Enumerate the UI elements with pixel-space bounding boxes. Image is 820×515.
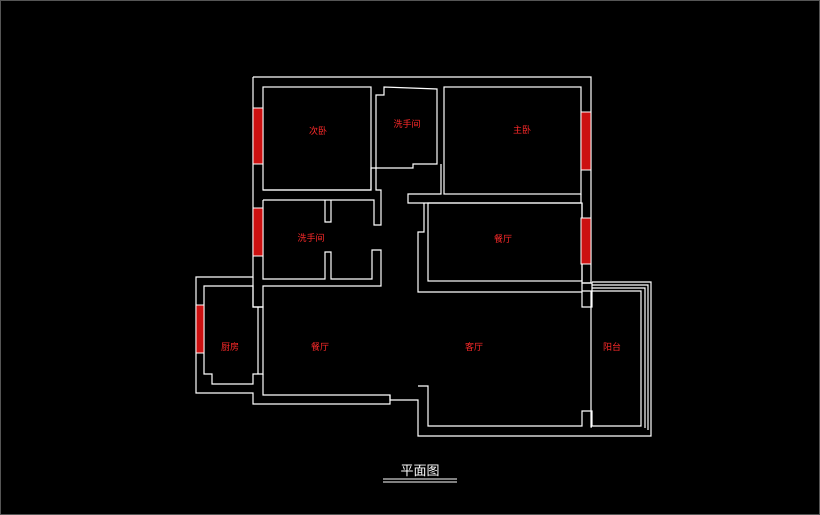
balcony-rail-2 <box>592 287 646 428</box>
label-room-right: 餐厅 <box>494 233 512 245</box>
windows <box>195 107 592 354</box>
label-bedroom2: 次卧 <box>309 125 327 137</box>
label-kitchen: 厨房 <box>221 341 239 353</box>
outer-wall-left <box>195 77 391 405</box>
wall-corridor-2 <box>407 164 582 204</box>
label-balcony: 阳台 <box>603 341 621 353</box>
wall-kitchen <box>203 285 264 385</box>
wall-living-inner <box>418 290 642 427</box>
wall-bath1 <box>375 86 438 169</box>
label-dining: 餐厅 <box>311 341 329 353</box>
room-labels: 次卧 洗手间 主卧 洗手间 餐厅 厨房 餐厅 客厅 阳台 <box>221 118 621 353</box>
window-master <box>580 111 592 171</box>
plan-title: 平面图 <box>400 464 439 479</box>
wall-bath2-inner <box>324 200 332 223</box>
window-bath2 <box>252 207 264 257</box>
window-bedroom2 <box>252 107 264 165</box>
window-room-right <box>580 217 592 265</box>
wall-corridor-1 <box>263 167 382 226</box>
label-bath2: 洗手间 <box>297 232 324 244</box>
label-master: 主卧 <box>513 124 531 136</box>
wall-living-bottom <box>262 281 652 437</box>
wall-room-right <box>417 203 593 308</box>
label-bath1: 洗手间 <box>393 118 420 130</box>
wall-bedroom2 <box>262 86 372 191</box>
outer-wall-top <box>253 76 592 428</box>
label-living: 客厅 <box>465 341 483 353</box>
balcony-rail-1 <box>592 284 649 430</box>
wall-master <box>443 86 582 195</box>
wall-bath2 <box>252 200 382 308</box>
window-kitchen <box>195 304 205 354</box>
